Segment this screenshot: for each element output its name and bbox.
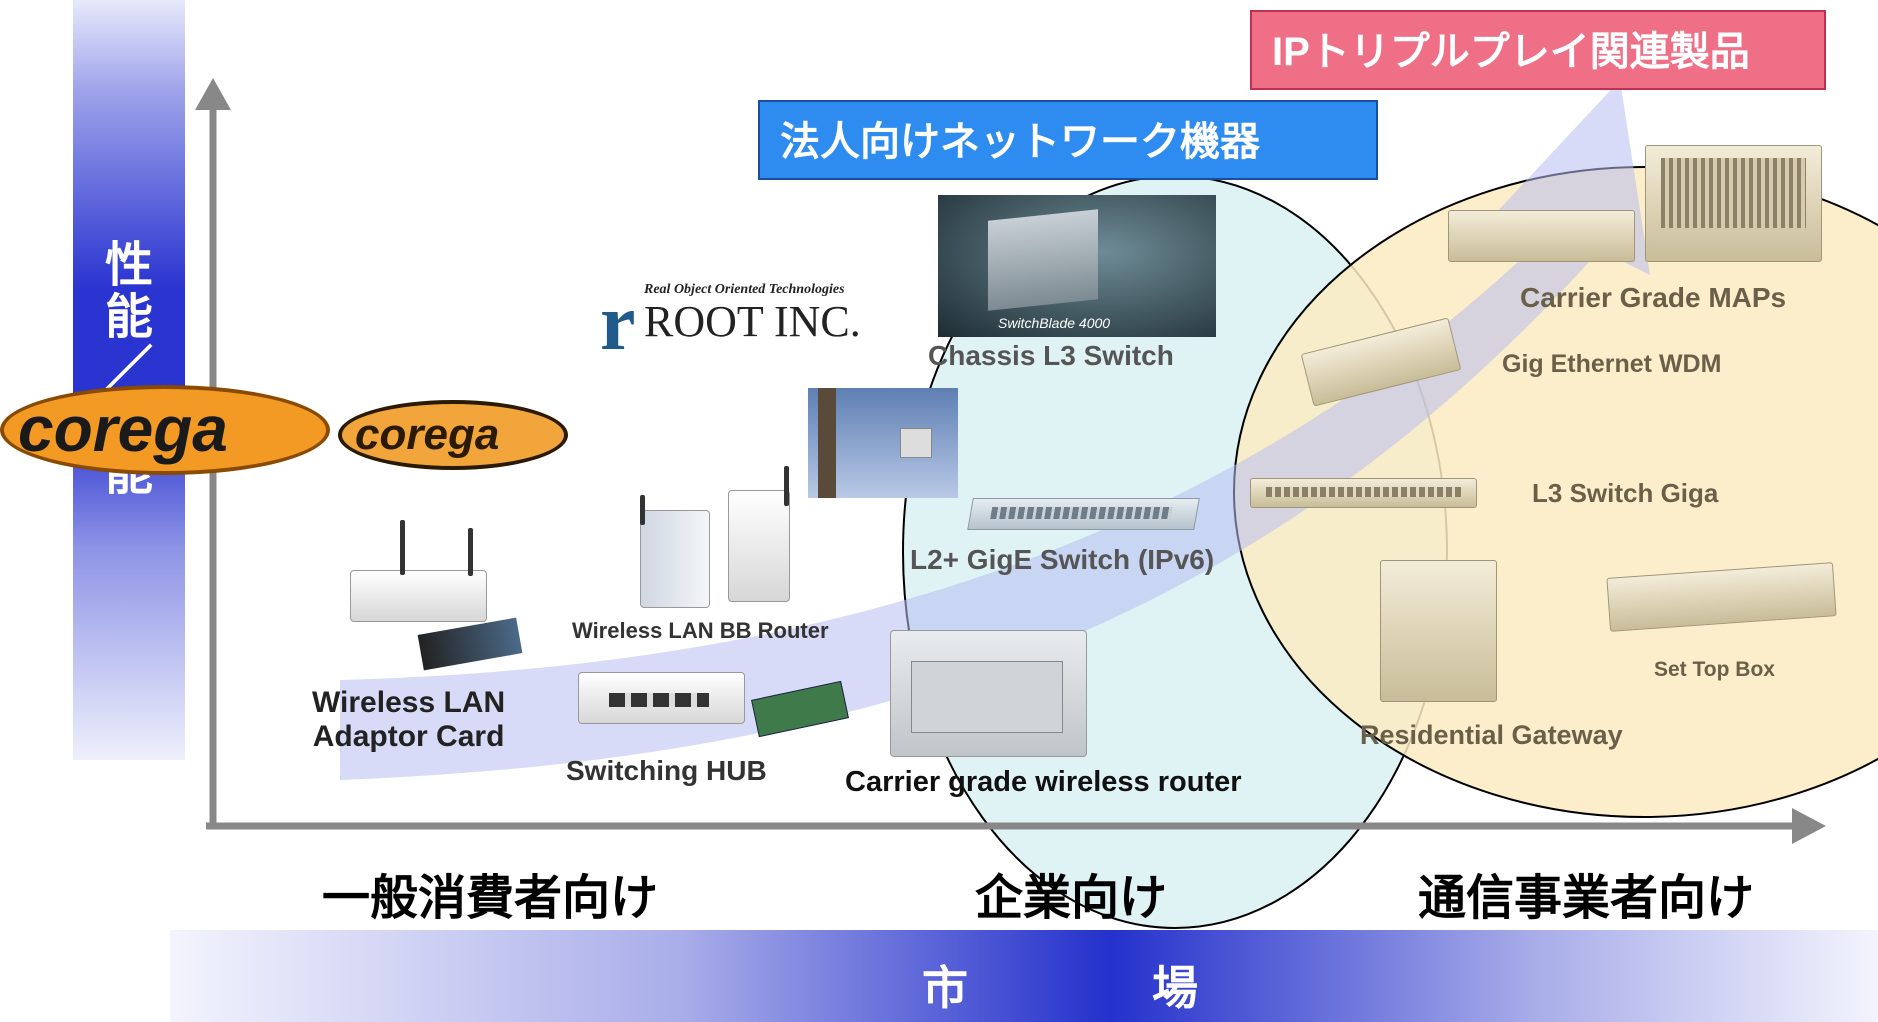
switchblade-label: SwitchBlade 4000 xyxy=(998,315,1111,331)
antenna-icon xyxy=(468,528,473,576)
performance-axis-band xyxy=(73,0,185,760)
label-l2-switch: L2+ GigE Switch (IPv6) xyxy=(910,544,1215,575)
market-char-right: 場 xyxy=(1152,962,1198,1014)
antenna-icon xyxy=(400,520,405,575)
bb-router-2-device xyxy=(728,490,790,602)
label-residential-gateway: Residential Gateway xyxy=(1360,720,1623,750)
v-char-1: 性 xyxy=(104,239,153,292)
root-logo-tagline: Real Object Oriented Technologies xyxy=(644,282,845,297)
carrier-maps-small-device xyxy=(1448,210,1635,262)
corega-logo-small xyxy=(338,400,568,470)
bb-router-1-device xyxy=(640,510,710,608)
label-chassis-l3: Chassis L3 Switch xyxy=(928,340,1174,371)
v-char-2: 能 xyxy=(104,291,153,344)
category-carrier: 通信事業者向け xyxy=(1418,872,1755,925)
corega-logo-small-text: corega xyxy=(355,410,500,459)
x-axis-arrowhead xyxy=(1792,808,1826,844)
label-carrier-wireless-router: Carrier grade wireless router xyxy=(845,766,1242,798)
chassis-l3-photo: SwitchBlade 4000 xyxy=(938,195,1216,337)
l3-switch-giga-device xyxy=(1250,478,1477,508)
label-l3-giga: L3 Switch Giga xyxy=(1532,478,1719,508)
antenna-icon xyxy=(640,495,645,525)
pole-radio-photo xyxy=(808,388,958,498)
corega-logo-large-text: corega xyxy=(18,393,228,465)
residential-gateway-device xyxy=(1380,560,1497,702)
root-logo-mark: r xyxy=(600,279,636,367)
category-consumer: 一般消費者向け xyxy=(322,872,659,925)
label-gig-wdm: Gig Ethernet WDM xyxy=(1502,350,1722,378)
ip-triple-play-box: IPトリプルプレイ関連製品 xyxy=(1250,10,1826,90)
corporate-network-box: 法人向けネットワーク機器 xyxy=(758,100,1378,180)
y-axis-arrowhead xyxy=(195,78,231,110)
label-wireless-bb-router: Wireless LAN BB Router xyxy=(572,618,829,643)
market-char-left: 市 xyxy=(922,962,968,1014)
switching-hub-device xyxy=(578,672,745,724)
wireless-lan-card-device xyxy=(350,570,487,622)
label-switching-hub: Switching HUB xyxy=(566,755,767,786)
carrier-wireless-router-photo xyxy=(890,630,1087,757)
carrier-maps-large-device xyxy=(1645,145,1822,262)
category-enterprise: 企業向け xyxy=(975,872,1168,925)
corega-logo-large xyxy=(0,385,330,475)
market-axis-band xyxy=(170,930,1878,1022)
antenna-icon xyxy=(784,466,789,506)
label-carrier-maps: Carrier Grade MAPs xyxy=(1520,282,1787,313)
label-wireless-lan-card: Wireless LAN Adaptor Card xyxy=(312,686,506,753)
root-logo-name: ROOT INC. xyxy=(644,297,861,346)
label-set-top-box: Set Top Box xyxy=(1654,658,1775,681)
l2-switch-device xyxy=(967,498,1200,530)
